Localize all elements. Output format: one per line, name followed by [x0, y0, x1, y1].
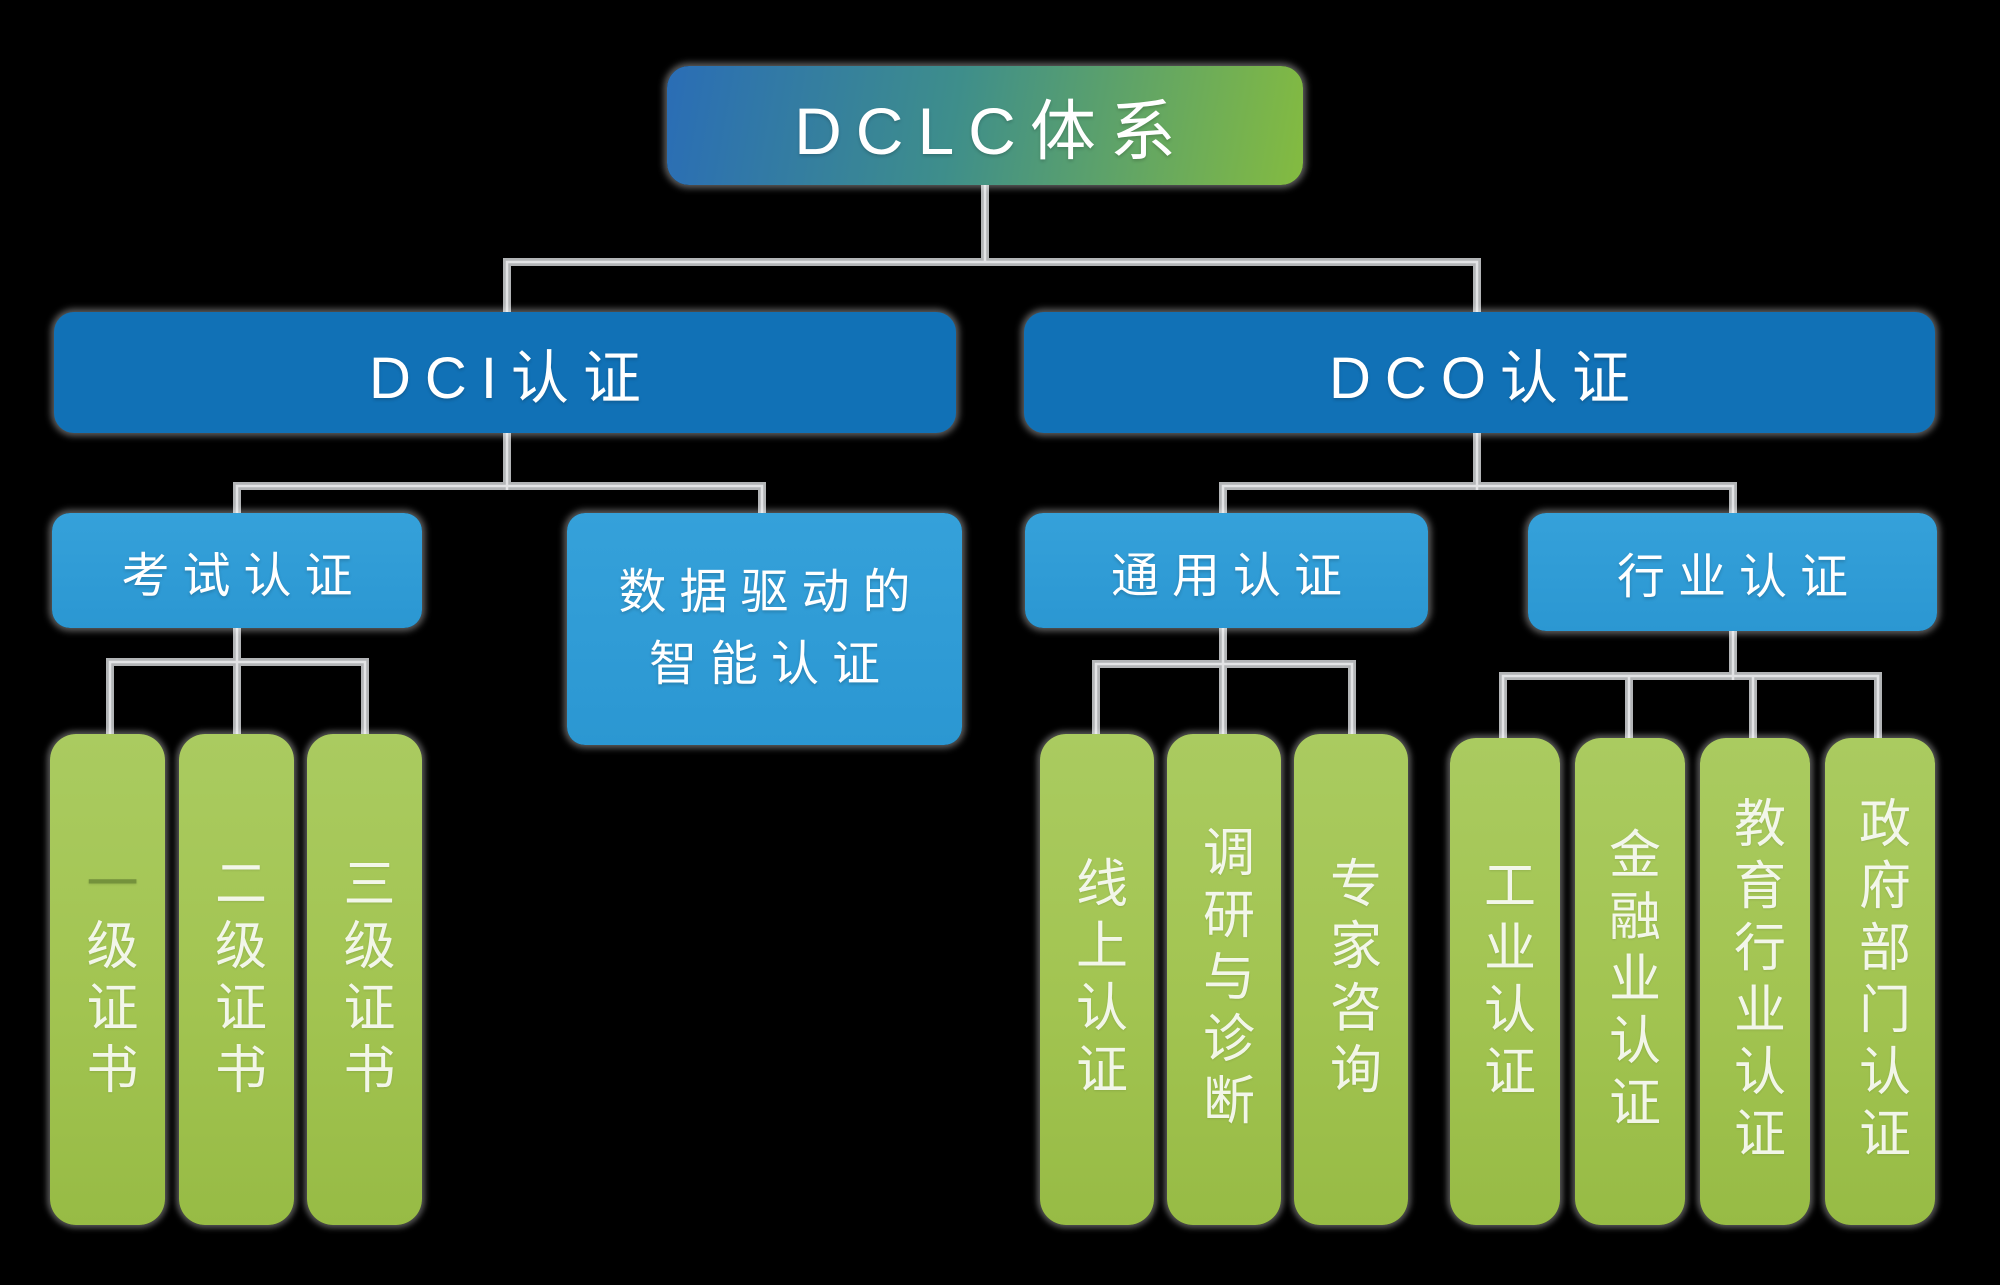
cert-pill-label: 调研与诊断: [1194, 824, 1253, 1135]
cert-pill: 教育行业认证: [1700, 738, 1810, 1225]
cert-pill-label: 专家咨询: [1321, 855, 1380, 1104]
cert-pill: 一级证书: [50, 734, 165, 1225]
cert-pill-label: 线上认证: [1067, 855, 1126, 1104]
cert-pill: 二级证书: [178, 734, 294, 1225]
node-exam-label: 考试认证: [121, 549, 366, 603]
node-dci-label: DCI认证: [369, 345, 655, 411]
node-general-cert: 通用认证: [1025, 513, 1428, 628]
cert-pill: 三级证书: [307, 734, 422, 1225]
cert-pill: 调研与诊断: [1167, 734, 1281, 1225]
cert-pill: 政府部门认证: [1825, 738, 1935, 1225]
cert-group-exam: 一级证书 二级证书 三级证书: [50, 734, 422, 1225]
node-dco-label: DCO认证: [1329, 345, 1644, 411]
cert-pill-label: 二级证书: [206, 855, 265, 1104]
cert-pill-label: 工业认证: [1475, 857, 1534, 1106]
node-industry-label: 行业认证: [1616, 551, 1861, 604]
cert-pill: 线上认证: [1040, 734, 1154, 1225]
cert-pill-label: 教育行业认证: [1725, 795, 1784, 1168]
node-industry-cert: 行业认证: [1528, 513, 1937, 631]
cert-group-industry: 工业认证 金融业认证 教育行业认证 政府部门认证: [1450, 738, 1935, 1225]
node-data-driven-line2: 智能认证: [648, 638, 893, 691]
node-general-label: 通用认证: [1110, 549, 1355, 603]
cert-pill-label: 政府部门认证: [1850, 795, 1909, 1168]
cert-pill-label: 三级证书: [335, 855, 393, 1104]
node-dco-cert: DCO认证: [1024, 312, 1935, 433]
node-dclc-system: DCLC体系: [667, 66, 1303, 185]
cert-pill-label: 金融业认证: [1600, 826, 1659, 1137]
node-data-driven-cert: 数据驱动的 智能认证: [567, 513, 962, 745]
cert-pill: 专家咨询: [1294, 734, 1408, 1225]
node-dci-cert: DCI认证: [54, 312, 956, 433]
cert-pill: 金融业认证: [1575, 738, 1685, 1225]
cert-pill-label: 一级证书: [78, 855, 136, 1104]
cert-group-general: 线上认证 调研与诊断 专家咨询: [1040, 734, 1408, 1225]
node-data-driven-line1: 数据驱动的: [618, 566, 924, 619]
node-dclc-label: DCLC体系: [794, 93, 1190, 168]
node-exam-cert: 考试认证: [52, 513, 422, 628]
cert-pill: 工业认证: [1450, 738, 1560, 1225]
